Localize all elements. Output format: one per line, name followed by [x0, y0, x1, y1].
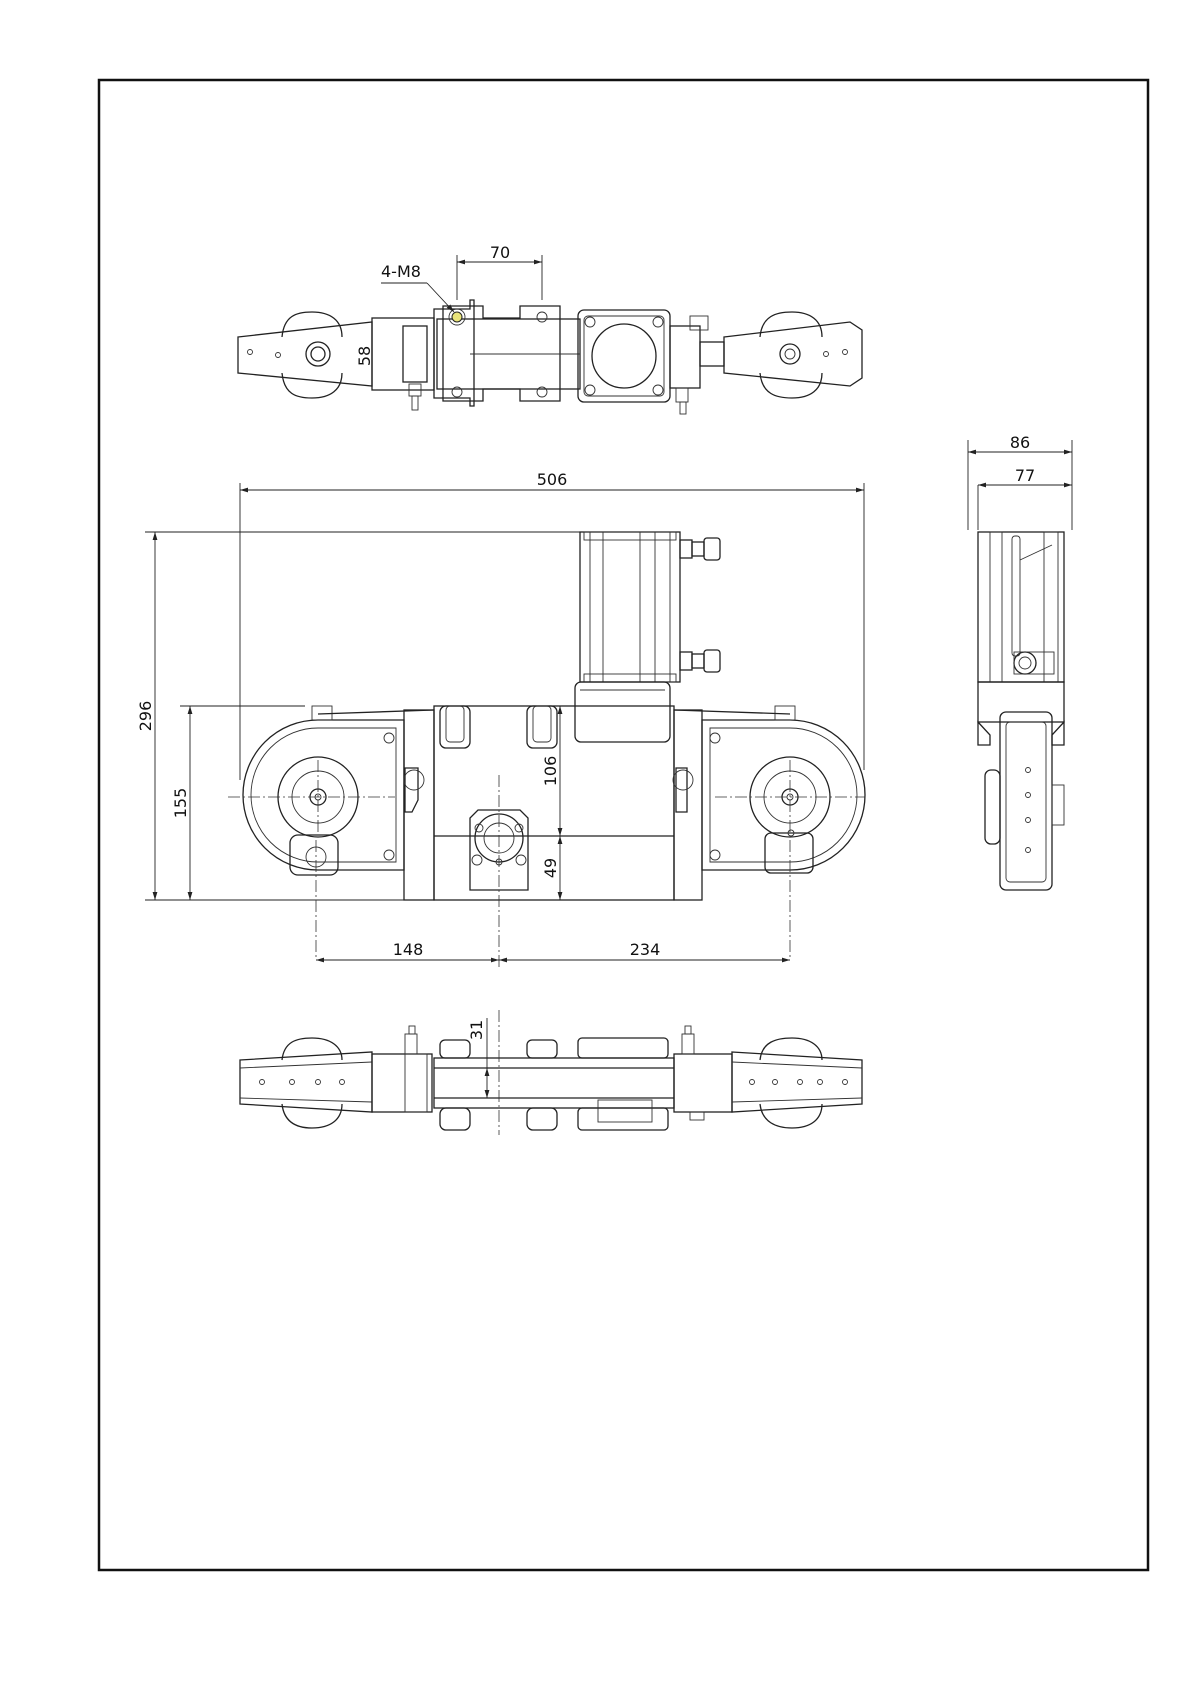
dim-thread-callout: 4-M8: [381, 262, 421, 281]
dim-right-offset: 234: [630, 940, 661, 959]
dim-left-offset: 148: [393, 940, 424, 959]
drawing-border: [99, 80, 1148, 1570]
dim-top-hole-spacing: 70: [490, 243, 510, 262]
side-view: 86 77: [968, 433, 1072, 890]
dim-side-inner-width: 77: [1015, 466, 1035, 485]
bottom-view: 31: [240, 1010, 862, 1135]
dim-bottom-offset: 31: [467, 1020, 486, 1040]
dim-lower-block-height: 49: [541, 858, 560, 878]
front-view: 506 296 155: [136, 470, 865, 968]
dim-overall-height: 296: [136, 701, 155, 732]
dim-upper-block-height: 106: [541, 756, 560, 787]
dim-wheel-center-height: 155: [171, 788, 190, 819]
top-view: 70 4-M8 58: [238, 243, 862, 414]
dim-overall-length: 506: [537, 470, 568, 489]
dim-top-plate-width: 58: [355, 346, 374, 366]
dim-side-outer-width: 86: [1010, 433, 1030, 452]
